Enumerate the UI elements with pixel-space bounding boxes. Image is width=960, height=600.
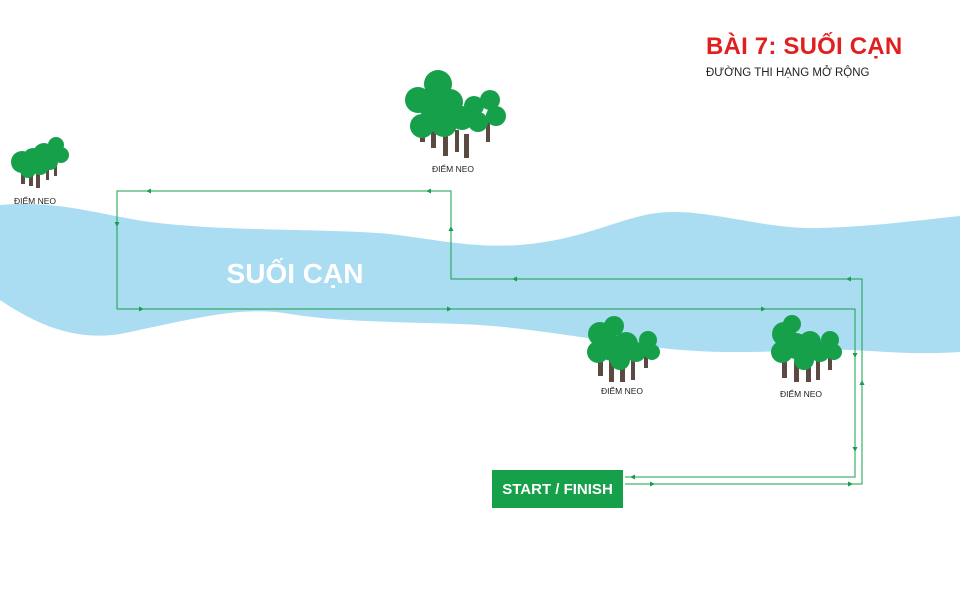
route-loop-inner [117, 308, 856, 478]
route-arrows [114, 188, 865, 487]
arrow-up [448, 226, 454, 231]
tree-cluster-icon [771, 315, 842, 382]
arrow-up [859, 380, 865, 385]
arrow-right [650, 481, 655, 487]
page-title: BÀI 7: SUỐI CẠN [706, 33, 903, 60]
arrow-left [846, 276, 851, 282]
arrow-left [146, 188, 151, 194]
page-subtitle: ĐƯỜNG THI HẠNG MỞ RỘNG [706, 67, 870, 79]
arrow-left [630, 474, 635, 480]
anchor-point-1: ĐIỂM NEO [11, 137, 69, 206]
arrow-down [114, 222, 120, 227]
anchor-label: ĐIỂM NEO [14, 195, 56, 206]
anchor-point-3: ĐIỂM NEO [587, 316, 660, 396]
tree-cluster-icon [11, 137, 69, 188]
arrow-down [852, 447, 858, 452]
arrow-right [139, 306, 144, 312]
stream-label: SUỐI CẠN [227, 257, 364, 289]
arrow-down [852, 353, 858, 358]
anchor-label: ĐIỂM NEO [780, 388, 822, 399]
arrow-left [512, 276, 517, 282]
anchor-point-2: ĐIỂM NEO [405, 70, 506, 174]
anchor-point-4: ĐIỂM NEO [771, 315, 842, 399]
arrow-right [848, 481, 853, 487]
start-finish-button[interactable]: START / FINISH [492, 470, 623, 508]
anchor-label: ĐIỂM NEO [601, 385, 643, 396]
anchor-label: ĐIỂM NEO [432, 163, 474, 174]
arrow-right [761, 306, 766, 312]
arrow-right [447, 306, 452, 312]
arrow-left [426, 188, 431, 194]
tree-cluster-icon [587, 316, 660, 382]
route-loop-outer [116, 190, 863, 485]
tree-cluster-icon [405, 70, 506, 158]
start-finish-label: START / FINISH [502, 480, 613, 498]
